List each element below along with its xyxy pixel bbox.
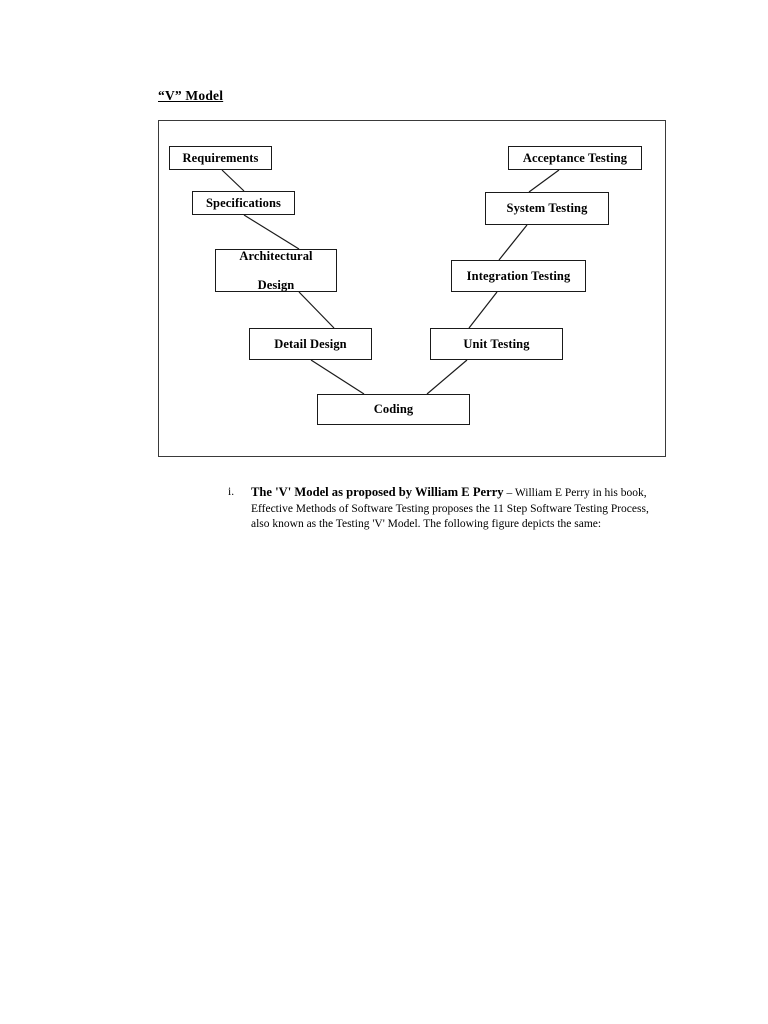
- node-label: Architectural Design: [216, 249, 336, 292]
- node-label: Unit Testing: [463, 336, 530, 351]
- node-requirements[interactable]: Requirements: [169, 146, 272, 170]
- node-label: Integration Testing: [466, 268, 571, 283]
- node-acceptance-testing[interactable]: Acceptance Testing: [508, 146, 642, 170]
- list-marker: i.: [228, 486, 235, 498]
- v-model-figure-frame: Requirements Specifications Architectura…: [158, 120, 666, 457]
- list-item-rest: – William E Perry in his book, Effective…: [251, 487, 649, 530]
- node-label: Acceptance Testing: [522, 150, 628, 165]
- node-detail-design[interactable]: Detail Design: [249, 328, 372, 360]
- list-item-lead: The 'V' Model as proposed by William E P…: [251, 485, 504, 499]
- node-label: Requirements: [182, 150, 259, 165]
- node-label: System Testing: [506, 201, 588, 216]
- node-label-line2: Design: [257, 277, 295, 292]
- node-integration-testing[interactable]: Integration Testing: [451, 260, 586, 292]
- node-system-testing[interactable]: System Testing: [485, 192, 609, 225]
- page-title: “V” Model: [158, 88, 224, 103]
- node-unit-testing[interactable]: Unit Testing: [430, 328, 563, 360]
- node-label: Coding: [373, 402, 414, 417]
- node-architectural-design[interactable]: Architectural Design: [215, 249, 337, 292]
- node-coding[interactable]: Coding: [317, 394, 470, 425]
- numbered-list-item: i. The 'V' Model as proposed by William …: [228, 485, 658, 531]
- node-label: Specifications: [205, 195, 281, 210]
- node-label: Detail Design: [274, 336, 347, 351]
- node-label-line1: Architectural: [239, 248, 313, 263]
- list-item-text: The 'V' Model as proposed by William E P…: [251, 485, 658, 531]
- node-specifications[interactable]: Specifications: [192, 191, 295, 215]
- connector-lines: [221, 169, 560, 395]
